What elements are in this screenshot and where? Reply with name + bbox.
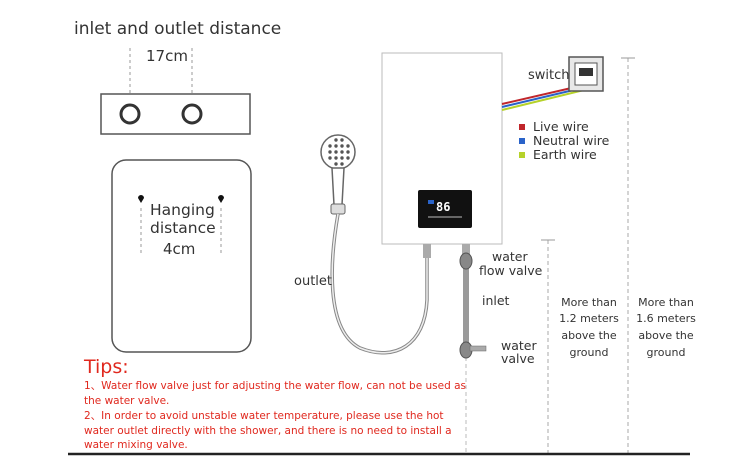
heater-display-indicator: [428, 200, 434, 204]
water-flow-valve: [459, 252, 473, 270]
tip-item-1: 1、Water flow valve just for adjusting th…: [84, 380, 467, 407]
inlet-outlet-title: inlet and outlet distance: [74, 19, 281, 39]
back-panel: [111, 159, 252, 353]
tips-block: Tips: 1、Water flow valve just for adjust…: [84, 356, 474, 453]
connector-left: [119, 103, 141, 125]
outlet-fitting: [423, 244, 431, 258]
shower-handle: [331, 167, 345, 206]
legend-swatch-earth: [519, 152, 525, 158]
shower-head: [320, 134, 356, 170]
height-low-3: above the: [561, 329, 617, 342]
flow-valve-label-1: water: [492, 249, 528, 264]
tip-item-2: 2、In order to avoid unstable water tempe…: [84, 410, 452, 451]
hanging-label-1: Hanging: [150, 201, 215, 219]
water-valve-label-1: water: [501, 338, 537, 353]
tips-title: Tips:: [84, 356, 129, 378]
legend-neutral: Neutral wire: [533, 133, 610, 148]
height-high-4: ground: [647, 346, 686, 359]
height-note-low: More than 1.2 meters above the ground: [559, 296, 619, 359]
inlet-label: inlet: [482, 293, 510, 308]
switch-label: switch: [528, 68, 570, 83]
shower-hose-inner: [331, 213, 428, 354]
height-low-1: More than: [561, 296, 617, 309]
height-high-3: above the: [638, 329, 694, 342]
shower-hose-nut: [330, 203, 346, 215]
height-high-2: 1.6 meters: [636, 312, 696, 325]
height-high-1: More than: [638, 296, 694, 309]
inlet-pipe: [463, 262, 469, 352]
inlet-fitting: [462, 244, 470, 258]
inlet-outlet-distance: 17cm: [146, 47, 188, 65]
heater-display-bar: [428, 216, 462, 218]
flow-valve-label-2: flow valve: [479, 263, 543, 278]
connector-right: [181, 103, 203, 125]
wire-earth: [501, 89, 585, 111]
height-low-2: 1.2 meters: [559, 312, 619, 325]
hanging-label-2: distance: [150, 219, 216, 237]
water-valve-label-2: valve: [501, 351, 535, 366]
heater-display-digits: 86: [436, 200, 450, 214]
switch-rocker: [579, 68, 593, 76]
legend-swatch-neutral: [519, 138, 525, 144]
legend-earth: Earth wire: [533, 147, 597, 162]
legend-live: Live wire: [533, 119, 589, 134]
outlet-label: outlet: [294, 274, 332, 289]
height-low-4: ground: [570, 346, 609, 359]
height-note-high: More than 1.6 meters above the ground: [636, 296, 696, 359]
hanging-hook-left: [138, 195, 144, 203]
shower-head-nozzles: [328, 138, 350, 166]
hanging-hook-right: [218, 195, 224, 203]
water-valve-handle: [469, 345, 487, 352]
legend-swatch-live: [519, 124, 525, 130]
heater-display-panel: [418, 190, 472, 228]
wire-live: [501, 85, 581, 105]
hanging-value: 4cm: [163, 240, 195, 258]
